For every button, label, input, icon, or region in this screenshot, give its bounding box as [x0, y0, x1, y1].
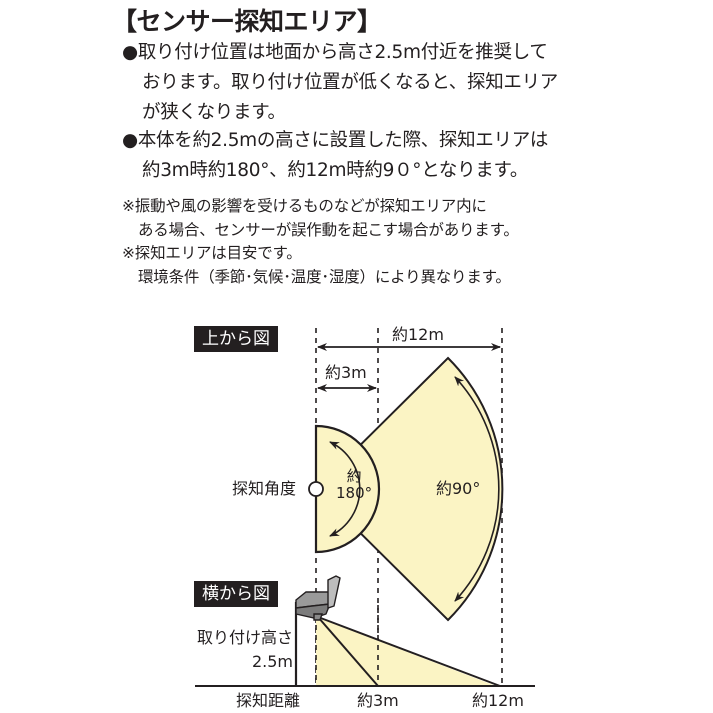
side-view-tag: 横から図 — [194, 581, 278, 607]
detect-angle-label: 探知角度 — [232, 479, 297, 498]
mark-12m-label: 約12m — [472, 691, 524, 710]
top-view-tag: 上から図 — [194, 326, 278, 352]
page-title: 【センサー探知エリア】 — [112, 7, 382, 36]
angle-180-label: 約 180° — [336, 467, 373, 502]
angle-90-arrow — [454, 376, 500, 602]
sensor-device-icon — [295, 575, 341, 621]
angle-90-label: 約90° — [436, 479, 481, 498]
bullet-marker: ● — [122, 42, 138, 63]
note-1: ※振動や風の影響を受けるものなどが探知エリア内に ある場合、センサーが誤作動を起… — [122, 197, 519, 239]
bullet-marker: ● — [122, 130, 138, 151]
bullet-2: ●本体を約2.5mの高さに設置した際、探知エリアは 約3m時約180°、約12m… — [122, 130, 549, 181]
bullet-1: ●取り付け位置は地面から高さ2.5m付近を推奨して おります。取り付け位置が低く… — [122, 42, 559, 123]
detect-distance-label: 探知距離 — [236, 691, 301, 710]
mark-3m-label: 約3m — [357, 691, 399, 710]
mount-height-label: 取り付け高さ 2.5m — [197, 628, 294, 671]
note-2: ※探知エリアは目安です。 環境条件（季節･気候･温度･湿度）により異なります。 — [122, 244, 511, 286]
sensor-position-circle — [308, 481, 324, 497]
dimension-3m-label: 約3m — [325, 363, 367, 382]
dimension-12m-label: 約12m — [392, 325, 444, 344]
angle-180-arrow — [329, 441, 361, 537]
